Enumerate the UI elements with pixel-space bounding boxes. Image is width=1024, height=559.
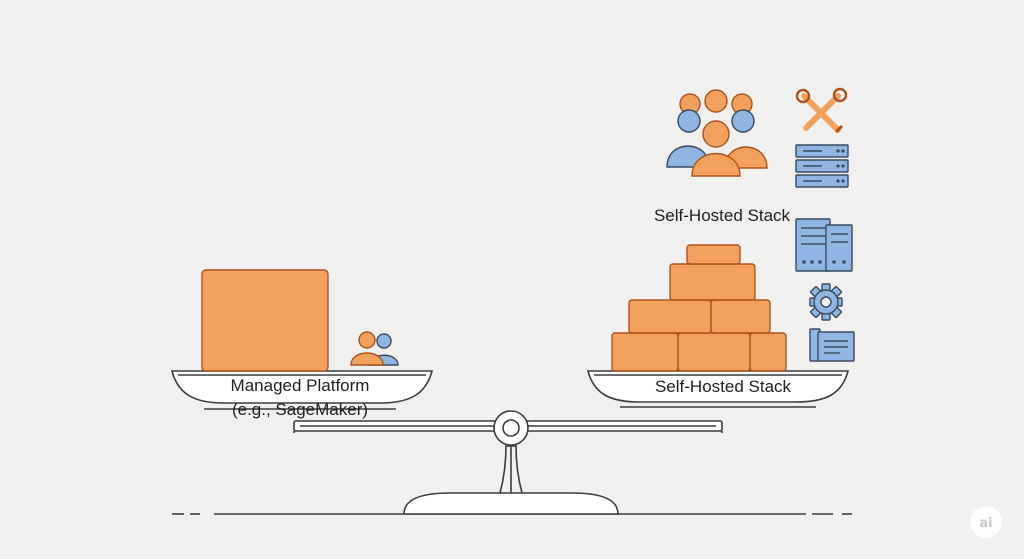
people-group-icon	[666, 89, 768, 177]
scale-pivot	[493, 410, 529, 446]
ai-badge-icon: ai	[970, 506, 1002, 538]
gear-icon	[809, 283, 843, 321]
server-rack-icon	[795, 144, 849, 188]
people-pair-icon	[350, 331, 399, 366]
ai-badge-text: ai	[979, 516, 992, 531]
scale-base	[403, 445, 619, 515]
self-hosted-block-stack	[611, 244, 787, 372]
stack-caption: Self-Hosted Stack	[654, 206, 791, 225]
left-pan-label-line1: Managed Platform	[231, 376, 370, 395]
wrench-screwdriver-icon	[795, 87, 848, 134]
document-icon	[809, 328, 855, 362]
server-towers-icon	[795, 218, 853, 272]
left-pan-label-line2: (e.g., SageMaker)	[232, 400, 368, 419]
right-pan	[586, 370, 850, 408]
left-pan	[170, 370, 434, 410]
right-pan-label: Self-Hosted Stack	[655, 377, 792, 396]
managed-platform-block	[201, 269, 329, 372]
